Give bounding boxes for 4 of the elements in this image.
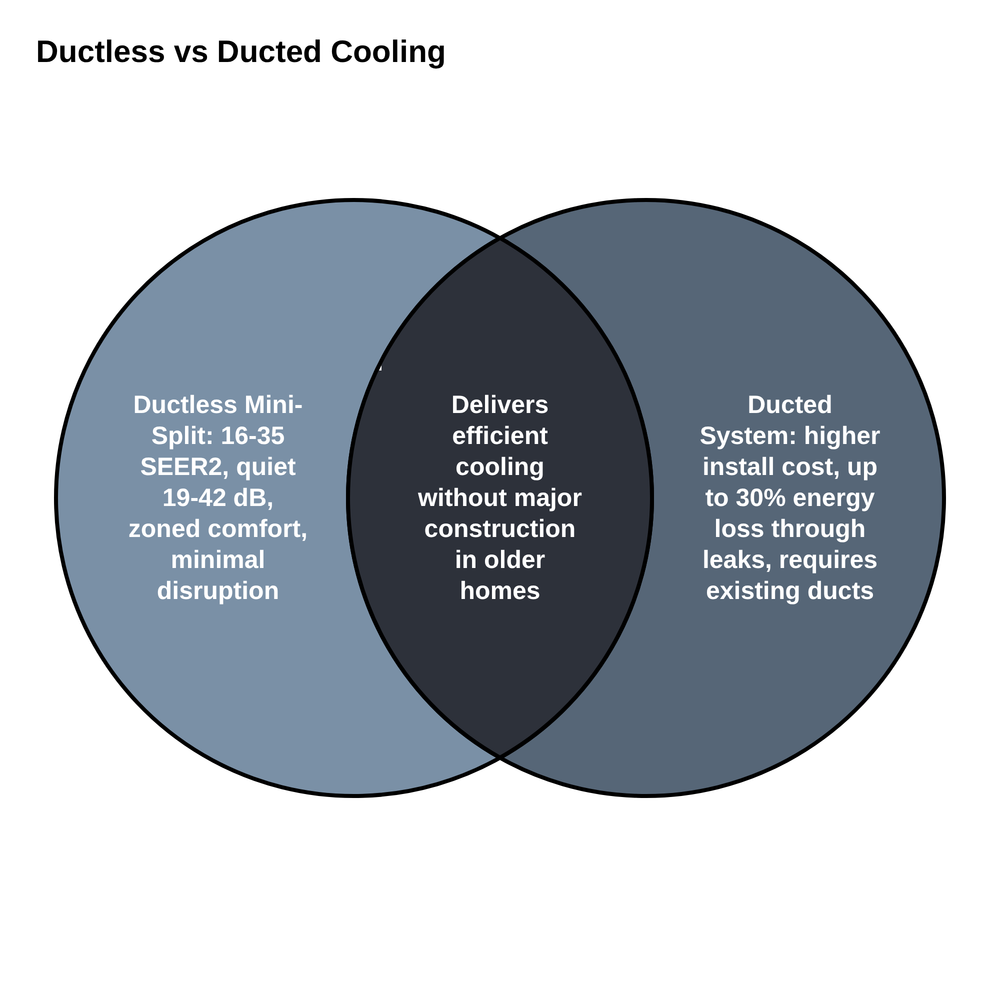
overlap-label: Delivers efficient cooling without major construction in older homes (417, 390, 583, 607)
diagram-title: Ductless vs Ducted Cooling (36, 34, 446, 70)
circle-label: Ducted System: higher install cost, up to 30% energy loss through leaks, requires existing ducts (698, 390, 882, 607)
circle-label: Ductless Mini-Split: 16-35 SEER2, quiet 19-42 dB, zoned comfort, minimal disruption (127, 390, 309, 607)
